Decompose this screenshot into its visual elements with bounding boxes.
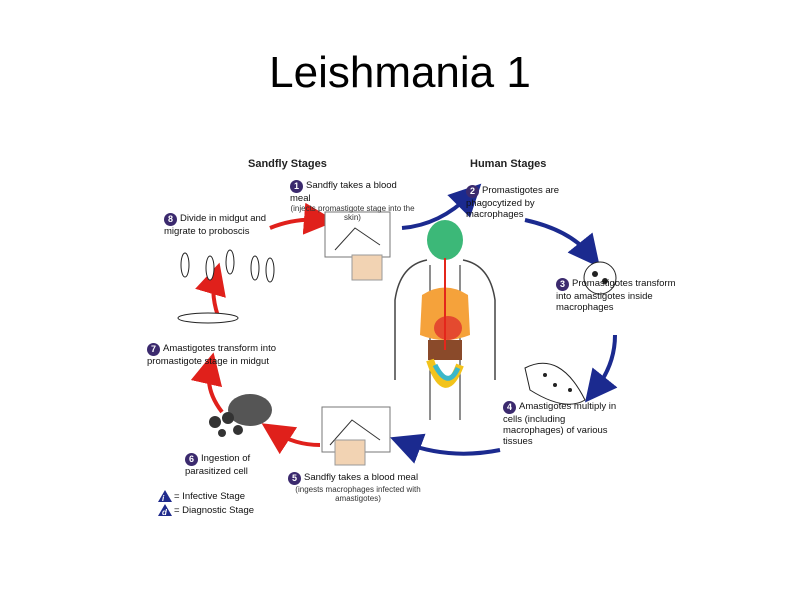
legend: i= Infective Stage d= Diagnostic Stage [158, 490, 254, 518]
arrow-5-to-6 [261, 423, 321, 455]
step-4-number: 4 [503, 401, 516, 414]
arrow-1-to-2 [401, 183, 482, 230]
step-6-label: Ingestion of parasitized cell [185, 453, 251, 477]
promastigotes-cluster [180, 249, 275, 283]
arrow-4-to-5 [390, 433, 501, 464]
arrow-3-to-4 [585, 334, 618, 403]
legend-infective: i= Infective Stage [158, 490, 254, 504]
step-5-sub: (ingests macrophages infected with amast… [295, 485, 421, 503]
step-8-number: 8 [164, 213, 177, 226]
step-6-number: 6 [185, 453, 198, 466]
amastigote-transforming [177, 312, 239, 324]
human-stages-heading: Human Stages [470, 158, 547, 170]
macrophage-cell [583, 261, 617, 295]
step-2-label: Promastigotes are phagocytized by macrop… [466, 185, 560, 220]
arrow-8-to-1 [269, 202, 336, 235]
step-1-number: 1 [290, 180, 303, 193]
step-8-label: Divide in midgut and migrate to probosci… [164, 213, 267, 237]
step-4-label: Amastigotes multiply in cells (including… [503, 401, 617, 447]
step-3-number: 3 [556, 278, 569, 291]
slide-title: Leishmania 1 [269, 48, 531, 97]
parasitized-cells [209, 394, 272, 437]
infective-stage-icon: i [158, 490, 172, 503]
legend-infective-label: = Infective Stage [174, 491, 246, 502]
step-1-sub: (injects promastigote stage into the ski… [290, 204, 415, 222]
diagram-graphics [177, 183, 618, 466]
step-7-label: Amastigotes transform into promastigote … [147, 343, 276, 367]
step-3-label: Promastigotes transform into amastigotes… [556, 278, 676, 313]
step-2-number: 2 [466, 185, 479, 198]
legend-diagnostic-label: = Diagnostic Stage [174, 505, 255, 516]
step-1-label: Sandfly takes a blood meal [290, 180, 397, 204]
legend-diagnostic: d= Diagnostic Stage [158, 504, 254, 518]
arrow-6-to-7 [190, 352, 224, 414]
human-figure [394, 220, 496, 420]
step-7-number: 7 [147, 343, 160, 356]
diagnostic-stage-icon: d [158, 504, 172, 517]
step-5-label: Sandfly takes a blood meal [304, 472, 419, 483]
sandfly-stages-heading: Sandfly Stages [248, 158, 327, 170]
arrow-2-to-3 [524, 218, 601, 268]
step-5-number: 5 [288, 472, 301, 485]
